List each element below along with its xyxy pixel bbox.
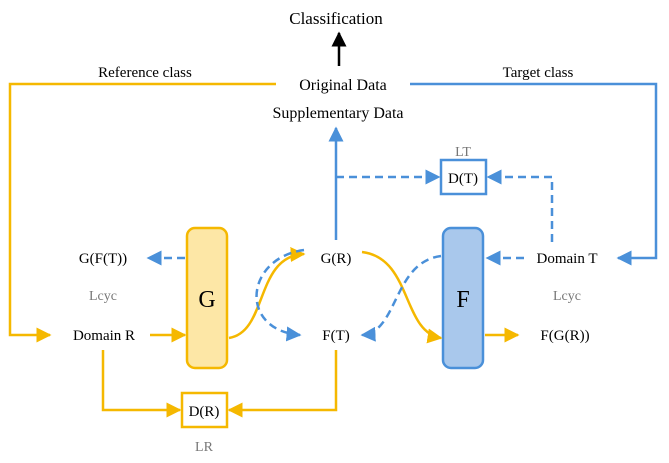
gr-to-ft-dashed-curve	[255, 248, 305, 342]
f-to-ft-dashed-curve	[360, 254, 442, 342]
g-block-label: G	[198, 287, 215, 313]
reference-class-arrow	[8, 82, 276, 343]
lr-label: LR	[195, 440, 214, 455]
supplementary-data-label: Supplementary Data	[272, 105, 403, 122]
target-class-arrow	[410, 82, 658, 266]
target-class-label: Target class	[503, 65, 574, 81]
gr-label: G(R)	[321, 251, 352, 267]
ft-label: F(T)	[322, 328, 350, 344]
domain-r-to-dr-arrow	[101, 350, 182, 418]
f-block	[441, 226, 485, 370]
dr-box	[180, 391, 229, 429]
lcyc-left-label: Lcyc	[89, 289, 117, 304]
domain-r-label: Domain R	[73, 328, 135, 344]
ft-to-dr-arrow	[227, 350, 338, 418]
gr-to-f-curve	[361, 250, 443, 344]
domain-t-to-dt-arrow	[486, 169, 554, 242]
lcyc-right-label: Lcyc	[553, 289, 581, 304]
fgr-label: F(G(R))	[540, 328, 589, 344]
dr-label: D(R)	[189, 404, 220, 420]
g-to-gr-curve	[228, 247, 306, 340]
g-block	[185, 226, 229, 370]
dt-label: D(T)	[448, 171, 478, 187]
dt-box	[439, 158, 488, 196]
gft-label: G(F(T))	[79, 251, 127, 267]
lt-label: LT	[455, 145, 471, 160]
reference-class-label: Reference class	[98, 65, 192, 81]
f-block-label: F	[456, 287, 469, 313]
original-data-label: Original Data	[299, 77, 387, 94]
classification-label: Classification	[289, 9, 383, 28]
domain-t-label: Domain T	[537, 251, 598, 267]
